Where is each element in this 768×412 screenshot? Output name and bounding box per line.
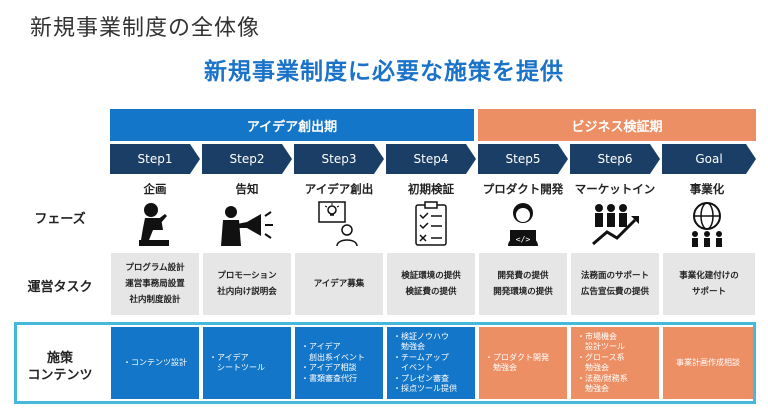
content-line: ・採点ツール提供 xyxy=(393,384,457,393)
content-line: ・グロース系 xyxy=(577,352,625,362)
page-subtitle: 新規事業制度の全体像 xyxy=(30,16,261,41)
content-line: 事業計画作成相談 xyxy=(676,357,740,367)
task-line: 広告宣伝費の提供 xyxy=(580,287,649,297)
content-line: シートツール xyxy=(209,363,265,372)
task-line: サポート xyxy=(691,287,726,297)
phase-name-4: 初期検証 xyxy=(408,182,454,196)
content-line: 設計ツール xyxy=(577,342,625,351)
step-goal: Goal xyxy=(662,144,756,174)
business-phase-band: ビジネス検証期 xyxy=(478,109,756,141)
globe-people-icon xyxy=(662,198,752,250)
content-line: 創出系イベント xyxy=(301,352,365,362)
row-label-content-1: 施策 xyxy=(46,351,73,366)
contents-frame xyxy=(14,322,756,404)
phase-name-3: アイデア創出 xyxy=(304,182,374,196)
content-box-4: ・検証ノウハウ 勉強会 ・チームアップ イベント ・プレゼン審査 ・採点ツール提… xyxy=(387,327,475,399)
content-line: ・チームアップ xyxy=(393,352,449,362)
content-line: ・プロダクト開発 xyxy=(485,352,549,362)
task-line: プログラム設計 xyxy=(125,263,185,273)
task-box-3: アイデア募集 xyxy=(295,253,383,315)
step-6: Step6 xyxy=(570,144,660,174)
step-5: Step5 xyxy=(478,144,568,174)
task-line: 事業化建付けの xyxy=(679,271,739,281)
phase-name-2: 告知 xyxy=(235,182,259,196)
content-line: ・アイデア xyxy=(209,352,249,362)
task-line: 開発費の提供 xyxy=(497,271,549,281)
content-line: イベント xyxy=(393,363,433,372)
thinker-icon xyxy=(110,198,200,250)
developer-laptop-icon: </> xyxy=(478,198,568,250)
content-line: ・コンテンツ設計 xyxy=(123,357,187,367)
task-line: 検証費の提供 xyxy=(405,287,457,297)
task-box-4: 検証環境の提供 検証費の提供 xyxy=(387,253,475,315)
task-line: 法務面のサポート xyxy=(580,271,649,281)
content-box-5: ・プロダクト開発 勉強会 xyxy=(479,327,567,399)
lightbulb-person-icon xyxy=(294,198,384,250)
row-label-content-2: コンテンツ xyxy=(27,368,93,383)
content-line: 勉強会 xyxy=(577,384,609,393)
checklist-icon xyxy=(386,198,476,250)
content-line: 勉強会 xyxy=(577,363,609,372)
megaphone-icon xyxy=(202,198,292,250)
svg-text:</>: </> xyxy=(516,235,531,244)
page-title: 新規事業制度に必要な施策を提供 xyxy=(204,59,564,85)
content-line: ・書類審査代行 xyxy=(301,373,357,383)
content-line: 勉強会 xyxy=(485,363,517,372)
phase-name-7: 事業化 xyxy=(689,182,725,196)
task-line: 社内向け説明会 xyxy=(217,287,277,297)
task-box-7: 事業化建付けの サポート xyxy=(663,253,755,315)
content-line: ・法務/財務系 xyxy=(577,373,628,383)
step-3: Step3 xyxy=(294,144,384,174)
phase-name-1: 企画 xyxy=(143,182,167,196)
task-line: プロモーション xyxy=(217,271,277,281)
task-box-1: プログラム設計 運営事務局設置 社内制度設計 xyxy=(111,253,199,315)
content-box-2: ・アイデア シートツール xyxy=(203,327,291,399)
content-line: ・アイデア xyxy=(301,342,341,351)
team-growth-icon xyxy=(570,198,660,250)
task-box-6: 法務面のサポート 広告宣伝費の提供 xyxy=(571,253,659,315)
content-line: ・市場機会 xyxy=(577,331,617,341)
content-box-3: ・アイデア 創出系イベント ・アイデア相談 ・書類審査代行 xyxy=(295,327,383,399)
content-line: 勉強会 xyxy=(393,342,425,351)
task-box-2: プロモーション 社内向け説明会 xyxy=(203,253,291,315)
phase-name-5: プロダクト開発 xyxy=(482,182,564,196)
step-2: Step2 xyxy=(202,144,292,174)
task-line: 開発環境の提供 xyxy=(493,287,553,297)
content-line: ・アイデア相談 xyxy=(301,363,357,372)
task-line: 検証環境の提供 xyxy=(401,271,461,281)
content-line: ・プレゼン審査 xyxy=(393,373,449,383)
task-line: 運営事務局設置 xyxy=(125,279,185,289)
idea-phase-band: アイデア創出期 xyxy=(110,109,474,141)
row-label-phase: フェーズ xyxy=(34,212,86,227)
task-line: アイデア募集 xyxy=(313,279,365,289)
task-box-5: 開発費の提供 開発環境の提供 xyxy=(479,253,567,315)
step-4: Step4 xyxy=(386,144,476,174)
content-line: ・検証ノウハウ xyxy=(393,331,449,341)
task-line: 社内制度設計 xyxy=(129,295,181,305)
row-label-task: 運営タスク xyxy=(27,280,93,295)
phase-name-6: マーケットイン xyxy=(574,182,656,196)
content-box-1: ・コンテンツ設計 xyxy=(111,327,199,399)
content-box-6: ・市場機会 設計ツール ・グロース系 勉強会 ・法務/財務系 勉強会 xyxy=(571,327,659,399)
content-box-7: 事業計画作成相談 xyxy=(663,327,753,399)
step-1: Step1 xyxy=(110,144,200,174)
